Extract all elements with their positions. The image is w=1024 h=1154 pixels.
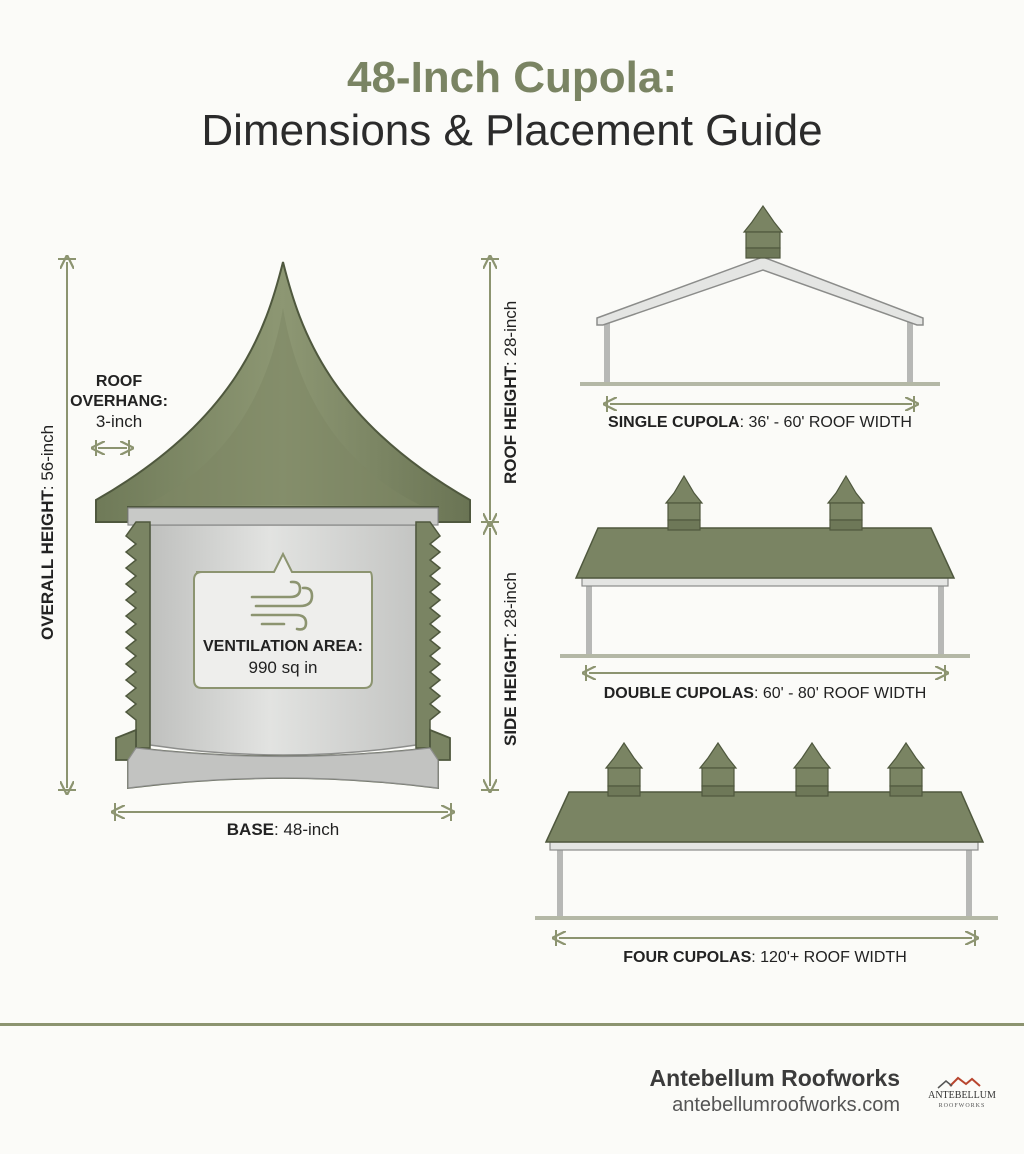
cupola-roof-inner — [146, 308, 420, 505]
cupola-mini — [664, 474, 704, 531]
dimension-lines — [58, 259, 499, 821]
overhang-label-1: ROOF — [96, 373, 142, 390]
left-louver — [124, 521, 151, 749]
double-cupolas-label: DOUBLE CUPOLAS: 60' - 80' ROOF WIDTH — [604, 685, 927, 702]
roof-height-label: ROOF HEIGHT: 28-inch — [501, 301, 520, 484]
title-line-2: Dimensions & Placement Guide — [201, 106, 823, 155]
cupola-mini — [886, 741, 926, 797]
brand-logo: ANTEBELLUM ROOFWORKS — [928, 1076, 996, 1109]
double-cupola-building — [560, 474, 970, 658]
cupola-mini — [826, 474, 866, 531]
cupola-mini — [742, 204, 784, 259]
svg-text:ANTEBELLUM: ANTEBELLUM — [928, 1090, 996, 1101]
ventilation-callout — [193, 551, 373, 689]
overhang-label-2: OVERHANG: — [70, 393, 168, 410]
footer-divider — [0, 1023, 1024, 1026]
four-cupola-building — [535, 741, 998, 920]
right-louver — [415, 521, 442, 749]
ventilation-value: 990 sq in — [249, 658, 318, 677]
overhang-value: 3-inch — [96, 412, 142, 431]
cupola-mini — [792, 741, 832, 797]
wind-icon — [250, 580, 314, 631]
brand-name: Antebellum Roofworks — [649, 1065, 900, 1091]
overall-height-label: OVERALL HEIGHT: 56-inch — [38, 425, 57, 640]
four-cupolas-label: FOUR CUPOLAS: 120'+ ROOF WIDTH — [623, 949, 907, 966]
ventilation-label: VENTILATION AREA: — [203, 638, 363, 655]
footer-brand: Antebellum Roofworks antebellumroofworks… — [650, 1064, 900, 1118]
cupola-diagram — [95, 261, 471, 790]
brand-url[interactable]: antebellumroofworks.com — [672, 1094, 900, 1116]
svg-text:ROOFWORKS: ROOFWORKS — [939, 1103, 986, 1109]
title-line-1: 48-Inch Cupola: — [346, 53, 678, 102]
cupola-mini — [604, 741, 644, 797]
page-title: 48-Inch Cupola: Dimensions & Placement G… — [0, 52, 1024, 158]
side-height-label: SIDE HEIGHT: 28-inch — [501, 572, 520, 746]
single-cupola-label: SINGLE CUPOLA: 36' - 60' ROOF WIDTH — [608, 414, 912, 431]
single-cupola-building — [580, 204, 940, 386]
base-label: BASE: 48-inch — [227, 820, 339, 839]
cupola-mini — [698, 741, 738, 797]
